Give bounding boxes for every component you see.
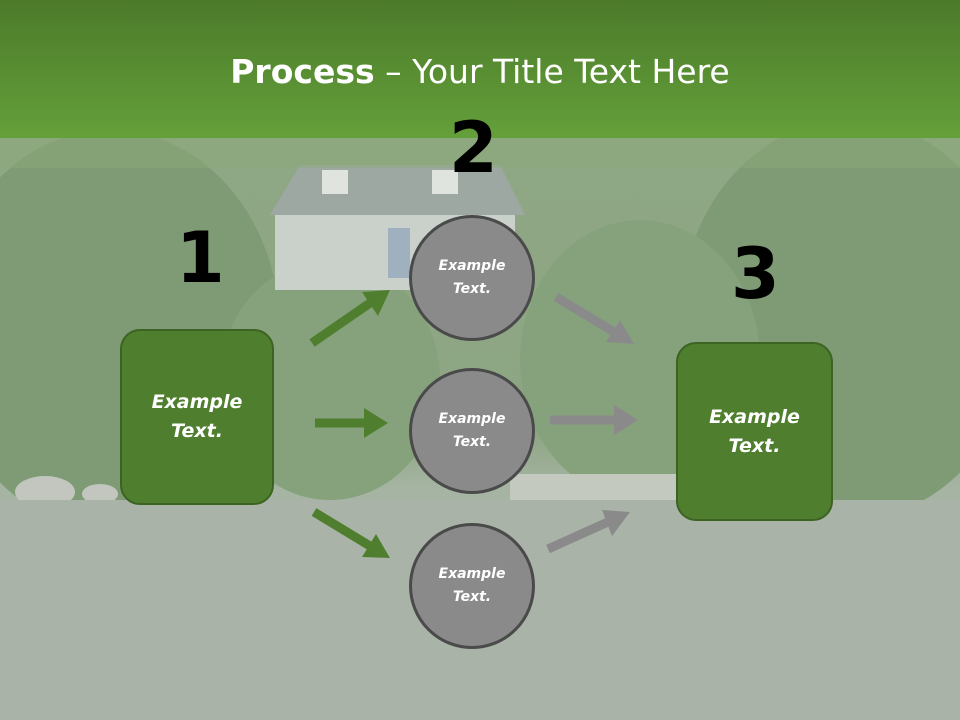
title-bar bbox=[0, 0, 960, 138]
title-bold: Process bbox=[230, 52, 375, 91]
circle-bot-label: Example Text. bbox=[438, 566, 506, 605]
arrow-left-to-top bbox=[309, 290, 390, 347]
right-process-box: Example Text. bbox=[676, 342, 833, 521]
circle-bot: Example Text. bbox=[409, 523, 535, 649]
title-band bbox=[0, 138, 960, 168]
right-box-label: Example Text. bbox=[709, 405, 800, 457]
arrow-bot-to-right bbox=[546, 510, 630, 554]
left-box-label: Example Text. bbox=[151, 391, 243, 442]
arrow-left-to-mid bbox=[315, 408, 388, 438]
step-number-1: 1 bbox=[176, 217, 225, 299]
circle-mid: Example Text. bbox=[409, 368, 535, 494]
title-rest: – Your Title Text Here bbox=[374, 52, 730, 91]
step-number-3: 3 bbox=[731, 233, 780, 315]
step-number-2: 2 bbox=[449, 107, 498, 189]
circle-mid-label: Example Text. bbox=[438, 411, 506, 450]
left-process-box: Example Text. bbox=[120, 329, 274, 505]
arrow-left-to-bot bbox=[311, 508, 390, 558]
circle-top-label: Example Text. bbox=[438, 258, 506, 297]
circle-top: Example Text. bbox=[409, 215, 535, 341]
arrow-mid-to-right bbox=[550, 405, 638, 435]
slide-title: Process – Your Title Text Here bbox=[0, 52, 960, 91]
arrow-top-to-right bbox=[553, 293, 634, 344]
